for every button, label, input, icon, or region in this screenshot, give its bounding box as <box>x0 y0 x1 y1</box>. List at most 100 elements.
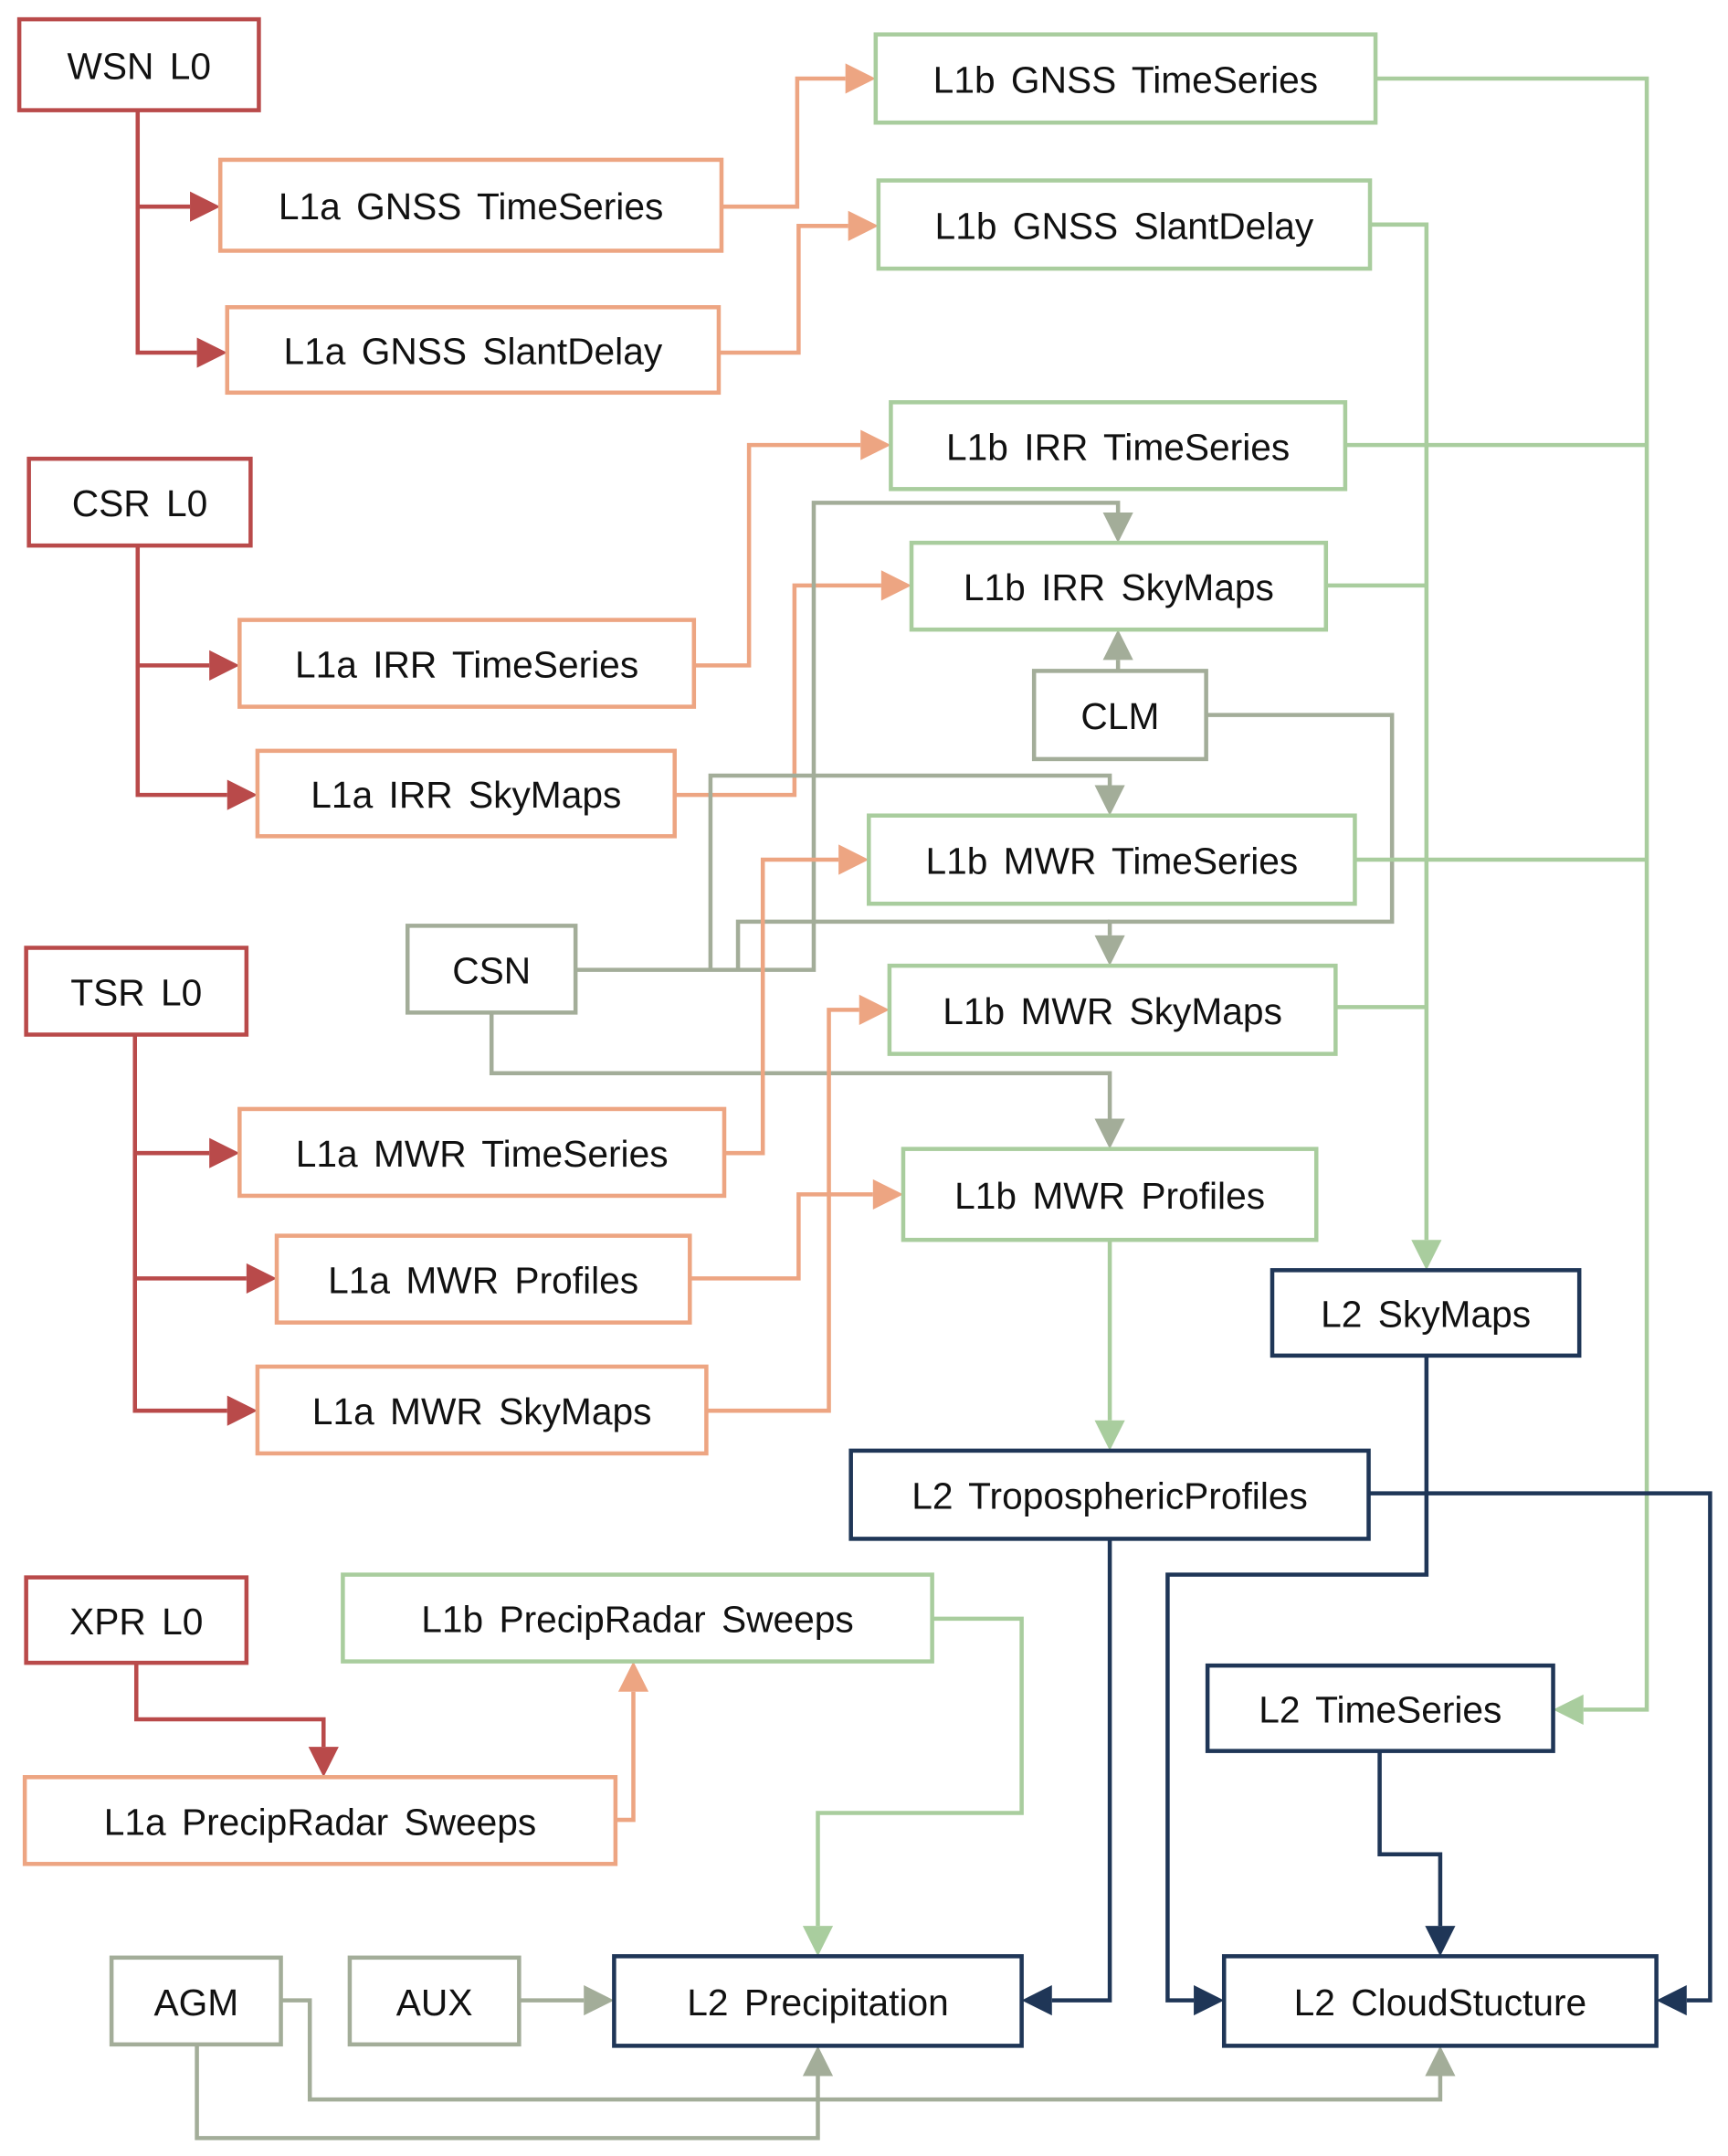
edge-csn-to-l1b-mwr-sm-branch <box>735 919 1111 970</box>
node-label: L1b PrecipRadar Sweeps <box>421 1599 854 1641</box>
arrowhead-icon <box>845 63 876 94</box>
edge-wsn-l0-to-l1a-gnss-sd <box>135 206 197 355</box>
arrowhead-icon <box>227 1395 258 1426</box>
node-clm: CLM <box>1031 669 1208 762</box>
node-label: L1a MWR TimeSeries <box>296 1133 669 1175</box>
arrowhead-icon <box>1425 2045 1456 2077</box>
edge-agm-to-l2-cloud <box>280 1998 1443 2102</box>
node-label: L1a IRR TimeSeries <box>295 644 638 686</box>
node-l1a-gnss-sd: L1a GNSS SlantDelay <box>225 305 722 396</box>
node-l1b-irr-ts: L1b IRR TimeSeries <box>889 400 1348 491</box>
arrowhead-icon <box>1194 1985 1225 2016</box>
node-l2-timeseries: L2 TimeSeries <box>1205 1663 1555 1753</box>
node-l1a-mwr-ts: L1a MWR TimeSeries <box>237 1106 727 1199</box>
node-box <box>901 1147 1319 1242</box>
node-xpr-l0: XPR L0 <box>24 1575 249 1665</box>
arrowhead-icon <box>584 1985 615 2016</box>
node-agm: AGM <box>109 1955 283 2047</box>
node-label: L1a MWR Profiles <box>328 1260 638 1302</box>
arrowhead-icon <box>848 210 879 241</box>
arrowhead-icon <box>872 1178 903 1210</box>
edge-l1a-gnss-ts-to-l1b-gnss-ts <box>721 76 846 209</box>
node-label: CSR L0 <box>72 482 208 524</box>
node-csr-l0: CSR L0 <box>26 456 253 548</box>
node-l2-tropo: L2 TroposphericProfiles <box>848 1448 1371 1541</box>
edge-l1a-precip-to-l1b-precip <box>615 1691 636 1823</box>
arrowhead-icon <box>860 429 891 460</box>
arrowhead-icon <box>1656 1985 1687 2016</box>
edge-agm-to-l2-precipitation <box>195 2044 820 2140</box>
node-box <box>848 1448 1371 1541</box>
node-box <box>1205 1663 1555 1753</box>
edge-l1a-mwr-sm-to-l1b-mwr-sm <box>706 1008 859 1413</box>
node-tsr-l0: TSR L0 <box>24 946 249 1037</box>
node-box <box>887 963 1338 1056</box>
arrowhead-icon <box>190 191 221 222</box>
edge-l1a-mwr-ts-to-l1b-mwr-ts <box>723 857 839 1156</box>
node-label: L1a GNSS SlantDelay <box>283 331 662 373</box>
node-label: AUX <box>396 1982 473 2024</box>
node-l1a-precip: L1a PrecipRadar Sweeps <box>22 1775 618 1866</box>
arrowhead-icon <box>1102 512 1133 544</box>
edge-l1a-mwr-pr-to-l1b-mwr-pr <box>690 1192 873 1281</box>
edge-l1b-precip-to-l2-precipitation <box>816 1616 1024 1927</box>
node-label: L1a MWR SkyMaps <box>312 1390 652 1432</box>
node-l2-cloud: L2 CloudStucture <box>1221 1954 1659 2048</box>
edge-l1b-gnss-ts-to-l2-timeseries <box>1375 76 1649 1712</box>
arrowhead-icon <box>246 1263 278 1294</box>
node-label: L1b IRR SkyMaps <box>964 566 1274 608</box>
node-box <box>347 1955 522 2047</box>
node-l1b-gnss-sd: L1b GNSS SlantDelay <box>876 178 1373 271</box>
node-box <box>237 618 697 709</box>
arrowhead-icon <box>802 1926 834 1957</box>
edge-wsn-l0-to-l1a-gnss-ts <box>135 110 191 209</box>
node-box <box>873 32 1378 125</box>
node-csn: CSN <box>405 924 578 1015</box>
node-box <box>341 1572 934 1664</box>
node-box <box>26 456 253 548</box>
node-label: L2 SkyMaps <box>1321 1294 1531 1336</box>
node-l1a-gnss-ts: L1a GNSS TimeSeries <box>217 157 724 253</box>
edge-tsr-l0-to-l1a-mwr-sm <box>132 1278 227 1413</box>
node-box <box>1270 1268 1582 1358</box>
node-box <box>909 540 1329 632</box>
node-label: L1a IRR SkyMaps <box>311 774 621 816</box>
arrowhead-icon <box>196 337 227 368</box>
edge-csn-to-l1b-mwr-ts <box>708 773 1112 970</box>
arrowhead-icon <box>859 994 890 1025</box>
node-box <box>1221 1954 1659 2048</box>
node-l2-skymaps: L2 SkyMaps <box>1270 1268 1582 1358</box>
node-label: XPR L0 <box>69 1601 203 1643</box>
arrowhead-icon <box>1094 785 1125 816</box>
node-label: L1b MWR SkyMaps <box>943 990 1282 1032</box>
node-l1b-mwr-sm: L1b MWR SkyMaps <box>887 963 1338 1056</box>
edge-l2-timeseries-to-l2-cloud <box>1377 1750 1443 1927</box>
edge-tsr-l0-to-l1a-mwr-pr <box>132 1153 247 1281</box>
node-l1b-precip: L1b PrecipRadar Sweeps <box>341 1572 934 1664</box>
edge-csr-l0-to-l1a-irr-sm <box>135 665 227 798</box>
node-label: AGM <box>153 1982 238 2024</box>
edge-xpr-l0-to-l1a-precip <box>133 1663 326 1748</box>
edge-l2-skymaps-to-l2-cloud <box>1165 1355 1429 2003</box>
edge-l1a-irr-ts-to-l1b-irr-ts <box>693 442 861 668</box>
node-box <box>22 1775 618 1866</box>
edge-clm-to-l1b-mwr-sm <box>1107 713 1395 935</box>
node-box <box>237 1106 727 1199</box>
node-l1a-irr-sm: L1a IRR SkyMaps <box>255 748 677 839</box>
arrowhead-icon <box>1021 1985 1052 2016</box>
node-box <box>274 1233 692 1325</box>
node-label: TSR L0 <box>70 972 202 1014</box>
node-label: L1a GNSS TimeSeries <box>279 185 663 227</box>
node-box <box>24 1575 249 1665</box>
node-label: CSN <box>452 949 531 991</box>
arrowhead-icon <box>802 2045 834 2077</box>
arrowhead-icon <box>1553 1694 1584 1725</box>
node-label: L2 TimeSeries <box>1259 1688 1501 1730</box>
edge-csn-to-l1b-irr-sm <box>575 501 1121 972</box>
arrowhead-icon <box>209 650 240 681</box>
node-l1a-irr-ts: L1a IRR TimeSeries <box>237 618 697 709</box>
arrowhead-icon <box>1094 935 1125 967</box>
node-l1a-mwr-sm: L1a MWR SkyMaps <box>255 1364 709 1456</box>
